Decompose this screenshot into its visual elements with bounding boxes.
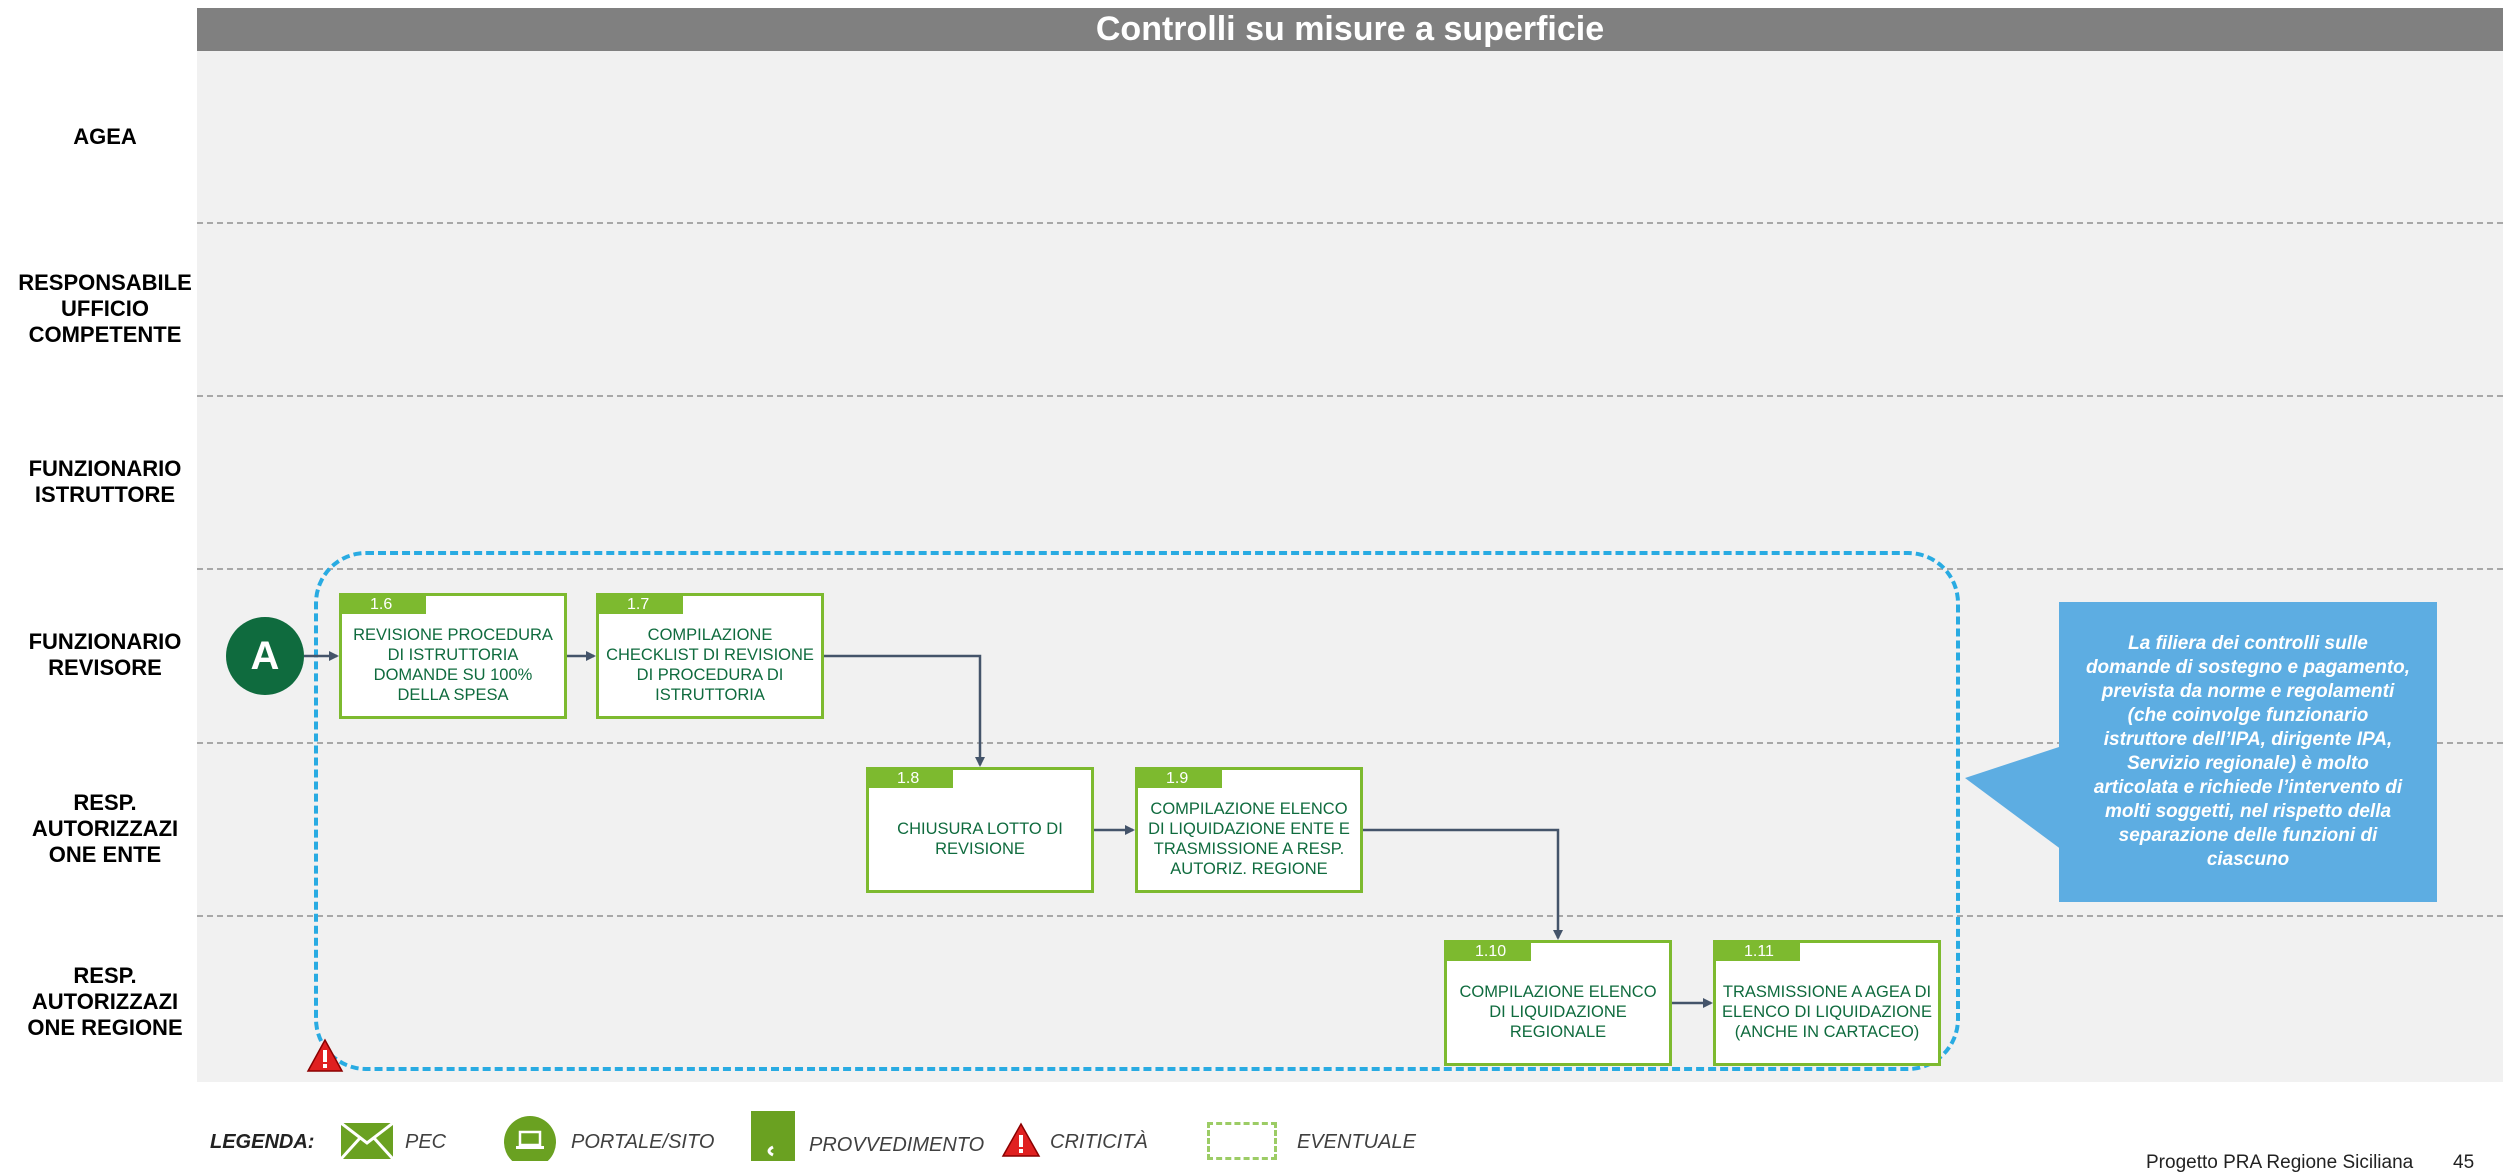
callout-note: La filiera dei controlli sulle domande d… [2059, 602, 2437, 902]
lane-label-funzionario-revisore: FUNZIONARIO REVISORE [28, 629, 182, 680]
lane-label-agea: AGEA [73, 124, 137, 149]
envelope-icon [340, 1122, 394, 1160]
arrow-1-9-to-1-10 [1363, 828, 1563, 940]
step-label: REVISIONE PROCEDURA DI ISTRUTTORIA DOMAN… [353, 626, 553, 704]
lane-label-responsabile-ufficio: RESPONSABILE UFFICIO COMPETENTE [18, 270, 192, 347]
lane-divider [197, 742, 2503, 744]
step-number: 1.8 [869, 770, 953, 788]
step-label: TRASMISSIONE A AGEA DI ELENCO DI LIQUIDA… [1722, 983, 1932, 1041]
legend-label-criticita: CRITICITÀ [1050, 1131, 1148, 1153]
step-number: 1.10 [1447, 943, 1531, 961]
step-1-6: 1.6 REVISIONE PROCEDURA DI ISTRUTTORIA D… [339, 593, 567, 719]
laptop-icon [504, 1116, 556, 1161]
lane-divider [197, 222, 2503, 224]
page-number: 45 [2453, 1152, 2475, 1173]
legend-label-eventuale: EVENTUALE [1297, 1131, 1416, 1153]
lane-label-funzionario-istruttore: FUNZIONARIO ISTRUTTORE [28, 456, 182, 507]
step-1-8: 1.8 CHIUSURA LOTTO DI REVISIONE [866, 767, 1094, 893]
lane-divider [197, 395, 2503, 397]
document-icon [751, 1111, 795, 1161]
callout-pointer [1965, 746, 2062, 850]
page-title: Controlli su misure a superficie [197, 8, 2503, 51]
legend-label-provvedimento: PROVVEDIMENTO [809, 1134, 985, 1156]
legend-title: LEGENDA: [210, 1131, 315, 1153]
lane-label-resp-autorizzazione-regione: RESP. AUTORIZZAZI ONE REGIONE [27, 963, 183, 1040]
footer-project: Progetto PRA Regione Siciliana [2146, 1152, 2414, 1173]
step-label: COMPILAZIONE ELENCO DI LIQUIDAZIONE ENTE… [1148, 800, 1350, 878]
start-connector: A [226, 617, 304, 695]
step-label: COMPILAZIONE CHECKLIST DI REVISIONE DI P… [606, 626, 814, 704]
warning-icon [1001, 1122, 1041, 1157]
step-label: CHIUSURA LOTTO DI REVISIONE [897, 820, 1063, 858]
step-number: 1.9 [1138, 770, 1222, 788]
step-1-9: 1.9 COMPILAZIONE ELENCO DI LIQUIDAZIONE … [1135, 767, 1363, 893]
arrow-1-7-to-1-8 [824, 654, 985, 767]
step-number: 1.11 [1716, 943, 1800, 961]
lane-divider [197, 568, 2503, 570]
step-1-11: 1.11 TRASMISSIONE A AGEA DI ELENCO DI LI… [1713, 940, 1941, 1066]
dashed-box-icon [1207, 1122, 1277, 1160]
lane-label-resp-autorizzazione-ente: RESP. AUTORIZZAZI ONE ENTE [31, 790, 179, 867]
step-number: 1.7 [599, 596, 683, 614]
warning-icon [306, 1038, 344, 1072]
step-1-7: 1.7 COMPILAZIONE CHECKLIST DI REVISIONE … [596, 593, 824, 719]
step-label: COMPILAZIONE ELENCO DI LIQUIDAZIONE REGI… [1459, 983, 1657, 1041]
step-1-10: 1.10 COMPILAZIONE ELENCO DI LIQUIDAZIONE… [1444, 940, 1672, 1066]
lane-divider [197, 915, 2503, 917]
step-number: 1.6 [342, 596, 426, 614]
legend-label-portale: PORTALE/SITO [571, 1131, 715, 1153]
legend-label-pec: PEC [405, 1131, 447, 1153]
eventuale-zone [314, 551, 1960, 1071]
